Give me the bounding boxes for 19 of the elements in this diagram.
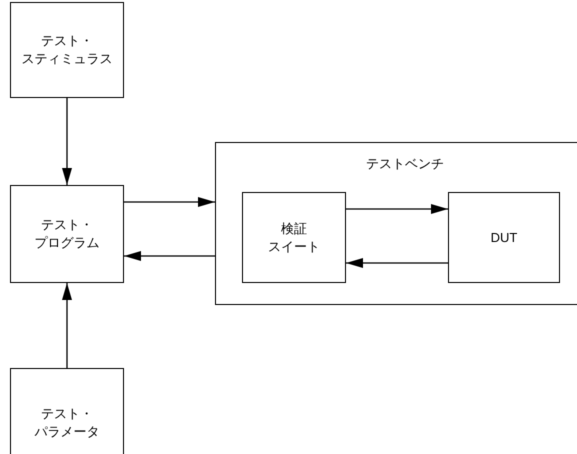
process-box <box>448 192 560 283</box>
box-label: テスト・スティミュラス <box>20 32 114 68</box>
arrow <box>62 283 72 368</box>
process-box <box>242 192 346 283</box>
box-label: テスト・パラメータ <box>34 405 100 441</box>
arrow <box>346 204 448 214</box>
process-box <box>10 185 124 283</box>
arrow <box>346 258 448 268</box>
group-box <box>215 142 577 305</box>
box-label: 検証 <box>281 220 307 238</box>
box-label: テスト・プログラム <box>34 216 100 252</box>
group-heading: テストベンチ <box>366 155 444 173</box>
arrow <box>124 251 215 261</box>
arrow <box>124 197 215 207</box>
process-box <box>10 2 124 98</box>
box-label: スイート <box>268 238 320 256</box>
arrow <box>62 98 72 185</box>
box-label: DUT <box>490 228 518 246</box>
process-box <box>10 368 124 454</box>
